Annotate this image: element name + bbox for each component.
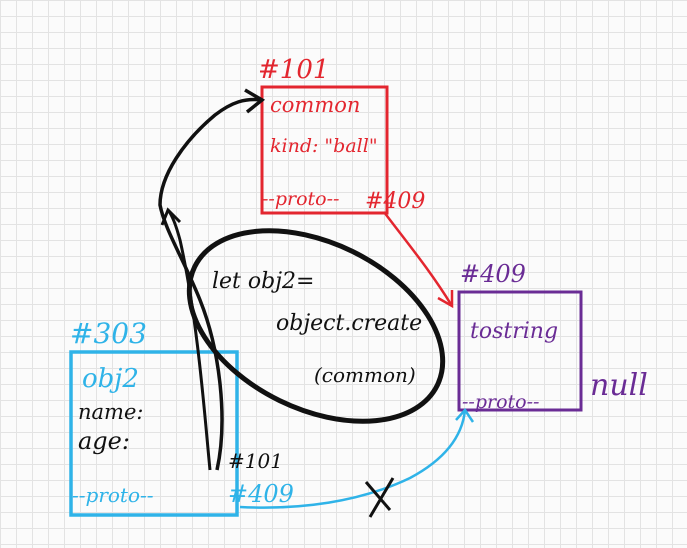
common-proto-label: --proto-- bbox=[262, 188, 339, 210]
strike-mark bbox=[364, 477, 395, 518]
tostring-name: tostring bbox=[470, 319, 558, 344]
obj2-object: #303 obj2 name: age: --proto-- #101 #409 bbox=[69, 317, 294, 517]
common-box bbox=[260, 85, 389, 215]
tostring-object: #409 tostring --proto-- null bbox=[457, 260, 648, 413]
common-object: #101 common kind: "ball" --proto-- #409 bbox=[258, 55, 425, 215]
arrow-obj2-to-tostring bbox=[239, 407, 475, 509]
code-line-1: let obj2= bbox=[212, 269, 314, 294]
common-proto-value: #409 bbox=[365, 189, 425, 214]
tostring-address: #409 bbox=[460, 260, 526, 288]
code-line-2: object.create bbox=[276, 311, 422, 336]
tostring-box bbox=[457, 290, 583, 412]
code-ellipse-outline bbox=[186, 228, 446, 424]
code-ellipse: let obj2= object.create (common) bbox=[186, 228, 446, 424]
obj2-field-age: age: bbox=[78, 427, 130, 455]
arrow-common-to-tostring bbox=[383, 211, 454, 309]
common-address: #101 bbox=[258, 55, 329, 85]
obj2-field-name: name: bbox=[78, 400, 143, 424]
obj2-proto-label: --proto-- bbox=[72, 483, 154, 507]
arrow-obj2-to-common bbox=[158, 88, 266, 471]
tostring-proto-value: null bbox=[590, 368, 648, 403]
obj2-proto-value-struck: #101 bbox=[228, 449, 283, 473]
tostring-proto-label: --proto-- bbox=[462, 391, 539, 413]
obj2-proto-value: #409 bbox=[228, 480, 294, 508]
obj2-address: #303 bbox=[70, 317, 147, 350]
obj2-box bbox=[69, 350, 239, 517]
obj2-name: obj2 bbox=[82, 364, 139, 394]
common-name: common bbox=[270, 93, 360, 117]
common-field-kind: kind: "ball" bbox=[270, 135, 378, 157]
code-line-3: (common) bbox=[314, 363, 416, 387]
